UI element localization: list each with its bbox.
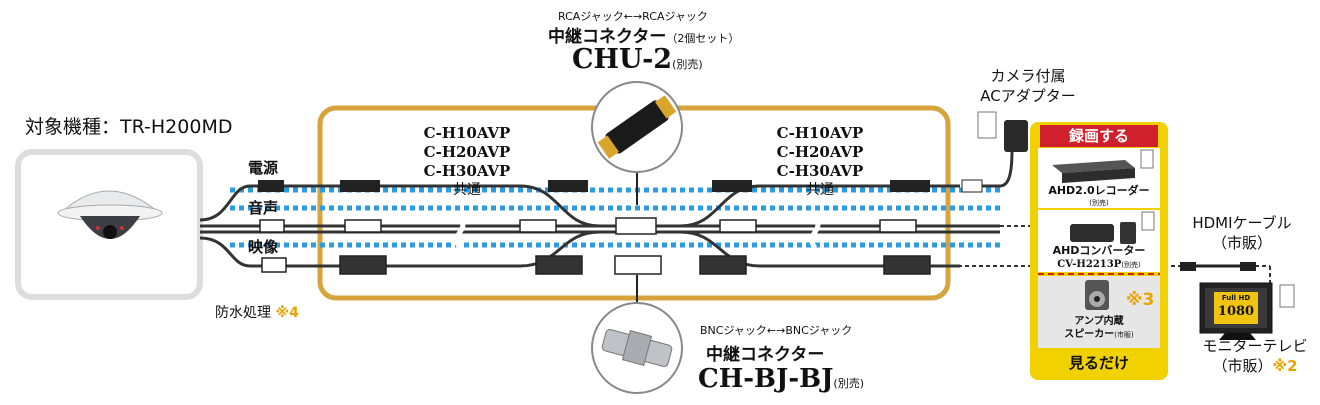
speaker-line2: スピーカー [1064, 329, 1115, 340]
top-connector-name: 中継コネクター [548, 27, 667, 47]
monitor-badge-line1: Full HD [1221, 294, 1251, 302]
speaker-label: アンプ内蔵 スピーカー(市販) [1038, 315, 1160, 342]
converter-name: AHDコンバーター [1052, 244, 1146, 257]
bnc-adapter-icon [601, 328, 673, 368]
bottom-connector-model-note: (別売) [833, 377, 864, 390]
hdmi-label: HDMIケーブル （市販） [1182, 213, 1302, 253]
hdmi-line2: （市販） [1211, 234, 1272, 252]
recorder-label: AHD2.0レコーダー (別売) [1038, 184, 1160, 210]
cable-right-line2: C-H20AVP [776, 143, 864, 161]
hdmi-line1: HDMIケーブル [1192, 214, 1292, 232]
adapter-plug [961, 111, 1028, 193]
converter-label: AHDコンバーター CV-H2213P(別売) [1038, 244, 1160, 272]
monitor-line2: （市販） [1212, 357, 1273, 375]
record-header: 録画する [1068, 127, 1129, 145]
speaker-icon [1085, 280, 1109, 310]
bottom-callout [591, 275, 683, 394]
hdmi-cable-icon [1180, 262, 1256, 271]
power-connectors [258, 180, 930, 192]
break-marks [454, 214, 821, 250]
top-callout [591, 81, 683, 205]
video-connectors [261, 255, 931, 275]
recorder-name: AHD2.0レコーダー [1048, 184, 1150, 197]
highlight-lines [230, 187, 1000, 248]
cable-left-line2: C-H20AVP [423, 143, 511, 161]
converter-note: (別売) [1121, 261, 1141, 269]
monitor-badge-line2: 1080 [1217, 304, 1255, 319]
cables [199, 184, 1000, 268]
waterproof-note: ※4 [275, 305, 299, 321]
view-footer: 見るだけ [1068, 354, 1129, 372]
monitor-label: モニターテレビ （市販）※2 [1195, 336, 1315, 376]
recorder-icon [1052, 149, 1154, 183]
speaker-mark: ※3 [1126, 290, 1155, 310]
cable-left-common: 共通 [453, 182, 481, 198]
waterproof-label: 防水処理 [215, 305, 271, 321]
power-label: 電源 [248, 159, 279, 177]
bottom-connector-name: 中継コネクター [706, 345, 825, 365]
top-connector-subtitle: RCAジャック←→RCAジャック [558, 10, 708, 23]
top-connector-model: CHU-2 [572, 44, 673, 75]
adapter-line1: カメラ付属 [990, 67, 1066, 85]
monitor-mark: ※2 [1272, 357, 1298, 375]
adapter-line2: ACアダプター [980, 87, 1076, 105]
recorder-note: (別売) [1089, 199, 1109, 207]
cable-left-line3: C-H30AVP [423, 162, 511, 180]
ac-adapter-icon [1004, 120, 1028, 152]
wall-outlet-icon [977, 111, 997, 139]
converter-icon [1070, 211, 1155, 244]
audio-label: 音声 [248, 199, 279, 217]
monitor-icon [1199, 282, 1295, 340]
monitor-badge: Full HD 1080 [1214, 292, 1258, 318]
cable-models-left: C-H10AVP C-H20AVP C-H30AVP 共通 [412, 124, 522, 200]
rca-adapter-icon [597, 95, 677, 159]
adapter-label: カメラ付属 ACアダプター [968, 66, 1088, 106]
converter-model: CV-H2213P [1057, 259, 1122, 270]
speaker-line1: アンプ内蔵 [1074, 316, 1124, 327]
dome-camera-icon [57, 190, 163, 239]
audio-connectors [259, 217, 917, 235]
bottom-connector-model: CH-BJ-BJ [698, 364, 834, 394]
monitor-line1: モニターテレビ [1202, 337, 1308, 355]
cable-right-common: 共通 [806, 182, 834, 198]
top-connector-model-note: (別売) [672, 58, 703, 71]
top-connector-note: （2個セット） [666, 32, 740, 45]
target-model: 対象機種：TR-H200MD [25, 116, 233, 138]
cable-left-line1: C-H10AVP [423, 124, 511, 142]
video-label: 映像 [248, 238, 279, 256]
cable-right-line3: C-H30AVP [776, 162, 864, 180]
cable-models-right: C-H10AVP C-H20AVP C-H30AVP 共通 [765, 124, 875, 200]
speaker-note: (市販) [1114, 331, 1134, 339]
equipment-panel [1030, 122, 1168, 380]
cable-right-line1: C-H10AVP [776, 124, 864, 142]
bottom-connector-subtitle: BNCジャック←→BNCジャック [700, 324, 853, 337]
